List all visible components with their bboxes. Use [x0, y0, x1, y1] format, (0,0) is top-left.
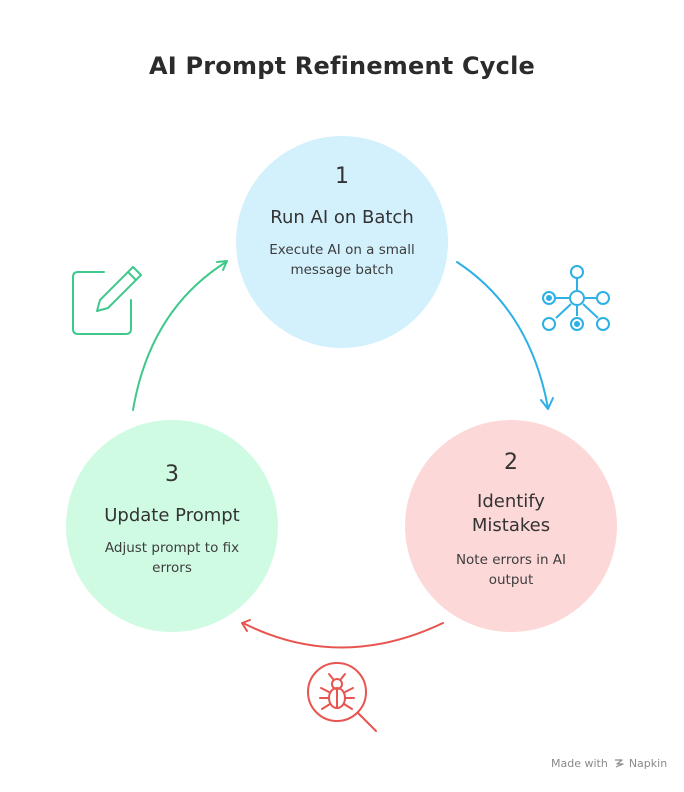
- edit-pencil-icon: [72, 266, 142, 335]
- arrow-step3-to-step1: [132, 260, 228, 411]
- bug-search-icon: [307, 662, 377, 732]
- made-with-napkin-credit[interactable]: Made with Napkin: [551, 757, 667, 770]
- step-number: 3: [165, 462, 179, 487]
- step-description: Execute AI on a small message batch: [269, 242, 415, 278]
- footer-prefix: Made with: [551, 757, 608, 770]
- footer-brand: Napkin: [628, 757, 668, 770]
- step-2-node: 2 Identify Mistakes Note errors in AI ou…: [405, 420, 617, 632]
- arrow-step2-to-step3: [241, 619, 444, 649]
- step-number: 2: [504, 450, 518, 475]
- step-3-node: 3 Update Prompt Adjust prompt to fix err…: [66, 420, 278, 632]
- step-1-node: 1 Run AI on Batch Execute AI on a small …: [236, 136, 448, 348]
- step-number: 1: [335, 164, 349, 189]
- step-description: Adjust prompt to fix errors: [104, 540, 240, 576]
- napkin-logo-icon: [615, 759, 624, 768]
- network-graph-icon: [542, 265, 610, 331]
- step-title: Run AI on Batch: [270, 207, 414, 228]
- step-description: Note errors in AI output: [455, 552, 567, 588]
- diagram-title: AI Prompt Refinement Cycle: [149, 52, 535, 80]
- step-title: Update Prompt: [104, 505, 240, 526]
- arrow-step1-to-step2: [456, 261, 554, 410]
- step-title: Identify Mistakes: [471, 491, 551, 536]
